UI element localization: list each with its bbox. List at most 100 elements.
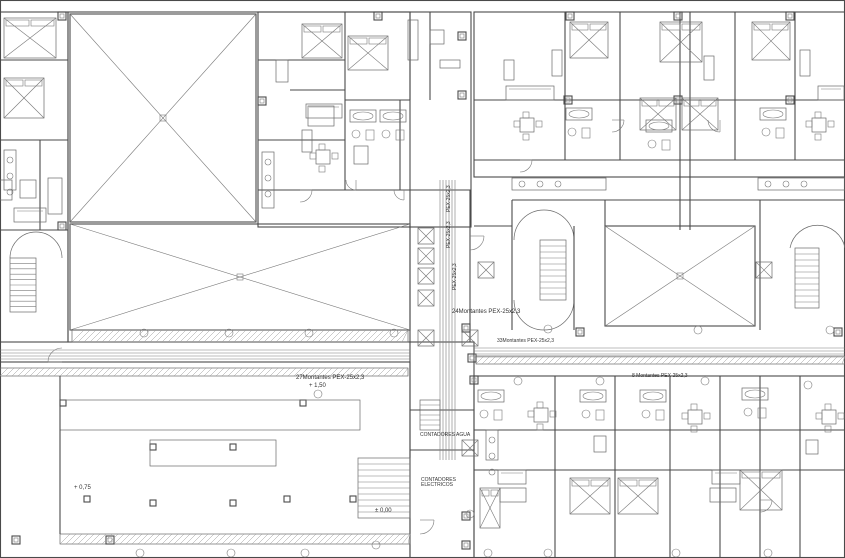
- riser-label-8: 8 Montantes PEX-25x2,3: [632, 373, 688, 379]
- hatch-strip-bottom-hatch: [383, 533, 395, 545]
- furniture-block: [551, 49, 563, 77]
- light-well-1-diag-b: [69, 13, 257, 223]
- structural-column: [373, 11, 383, 21]
- hatch-strip-garage-hatch: [323, 367, 333, 377]
- door: [469, 235, 485, 251]
- hatch-strip-right-hatch: [589, 355, 599, 365]
- structural-column: [57, 221, 67, 231]
- hatch-strip-right-hatch: [739, 355, 749, 365]
- light-well-2-center-mark: [236, 273, 244, 281]
- bath-right-2-tub: [645, 119, 673, 133]
- hatch-strip-courtyard-hatch: [161, 329, 175, 343]
- hatch-strip-right-hatch: [613, 355, 623, 365]
- hatch-strip-garage-hatch: [233, 367, 243, 377]
- dining-table-right-2-chair: [814, 133, 822, 141]
- garage-parking-block: [149, 439, 277, 467]
- hatch-strip-garage-hatch: [101, 367, 111, 377]
- bed-left-1-diag: [3, 17, 57, 59]
- hatch-strip-bottom-hatch: [311, 533, 323, 545]
- circle-mark: [595, 376, 605, 386]
- circle-mark: [825, 325, 835, 335]
- hatch-strip-right-hatch: [763, 355, 773, 365]
- dining-table-right-2-chair: [814, 111, 822, 119]
- hatch-strip-right-hatch: [757, 355, 767, 365]
- bath-right-1-sink: [567, 127, 577, 137]
- light-well-2-diag-b: [69, 223, 411, 331]
- hatch-strip-right-hatch: [733, 355, 743, 365]
- bath-center-1-tub: [349, 109, 377, 123]
- hatch-strip-right-hatch: [835, 355, 845, 365]
- bed-center-2-pillow: [368, 37, 387, 45]
- hatch-strip-courtyard-hatch: [251, 329, 265, 343]
- hatch-strip-garage-hatch: [389, 367, 399, 377]
- hatch-strip-bottom-hatch: [353, 533, 365, 545]
- shaft-box-x: [417, 227, 435, 245]
- kitchen-counter: [485, 429, 499, 461]
- shaft-box-x: [417, 247, 435, 265]
- bed-right-1: [569, 21, 609, 59]
- bath-right-2-wc: [661, 139, 671, 151]
- hatch-strip-bottom-hatch: [329, 533, 341, 545]
- kitchen-burner: [554, 180, 562, 188]
- bath-center-2-sink: [381, 129, 391, 139]
- hatch-strip-garage-hatch: [161, 367, 171, 377]
- kitchen-burner: [6, 156, 14, 164]
- hatch-strip-garage-hatch: [17, 367, 27, 377]
- hatch-strip-courtyard-hatch: [257, 329, 271, 343]
- hatch-strip-bottom-hatch: [317, 533, 329, 545]
- hatch-strip-garage-hatch: [125, 367, 135, 377]
- hatch-strip-courtyard-hatch: [299, 329, 313, 343]
- bath-bottom-1-tub-inner: [480, 391, 502, 401]
- hatch-strip-right-hatch: [679, 355, 689, 365]
- hatch-strip-garage-hatch: [275, 367, 285, 377]
- hatch-strip-garage-hatch: [251, 367, 261, 377]
- bed-left-1-pillow: [5, 19, 30, 27]
- hatch-strip-bottom-hatch: [365, 533, 377, 545]
- dining-table-bottom-2-chair: [690, 403, 698, 411]
- hatch-strip-garage-hatch: [65, 367, 75, 377]
- structural-column: [457, 90, 467, 100]
- dining-table-right-2-chair: [805, 120, 813, 128]
- hatch-strip-courtyard-hatch: [317, 329, 331, 343]
- bed-bottom-2: [617, 477, 659, 515]
- bath-bottom-1-wc: [493, 409, 503, 421]
- bath-bottom-4-wc: [757, 407, 767, 419]
- electric-meters-label: CONTADORES ELECTRICOS: [421, 477, 456, 488]
- circle-mark: [483, 548, 493, 558]
- door-swing-arc: [299, 189, 313, 203]
- kitchen-burner: [782, 180, 790, 188]
- door: [345, 179, 357, 191]
- kitchen-burner: [536, 180, 544, 188]
- hatch-strip-garage-hatch: [371, 367, 381, 377]
- hatch-strip-courtyard-hatch: [83, 329, 97, 343]
- hatch-strip-courtyard-hatch: [239, 329, 253, 343]
- bed-left-1-pillow: [30, 19, 55, 27]
- hatch-strip-right-hatch: [661, 355, 671, 365]
- hatch-strip-courtyard-hatch: [149, 329, 163, 343]
- column-core: [463, 325, 469, 331]
- bed-bottom-3-diag: [739, 469, 783, 511]
- door: [419, 519, 435, 535]
- dining-table-center-chair: [309, 152, 317, 160]
- circle-mark: [226, 548, 236, 558]
- furniture-block: [407, 19, 419, 61]
- hatch-strip-bottom-hatch: [131, 533, 143, 545]
- column-core: [459, 33, 465, 39]
- hatch-strip-courtyard-hatch: [185, 329, 199, 343]
- hatch-strip-right-hatch: [517, 355, 527, 365]
- hatch-strip-bottom-hatch: [143, 533, 155, 545]
- hatch-strip-bottom-hatch: [215, 533, 227, 545]
- door-swing-arc: [519, 159, 533, 173]
- bed-right-2: [659, 21, 703, 63]
- kitchen-burner: [488, 452, 496, 460]
- column-core: [471, 377, 477, 383]
- structural-column: [461, 540, 471, 550]
- hatch-strip-right-hatch: [745, 355, 755, 365]
- hatch-strip-garage-hatch: [287, 367, 297, 377]
- shaft-box: [417, 267, 435, 285]
- kitchen-burner: [6, 172, 14, 180]
- hatch-strip-bottom-hatch: [401, 533, 411, 545]
- bath-bottom-4-tub-inner: [744, 389, 766, 399]
- bath-center-1-sink: [351, 129, 361, 139]
- hatch-strip-courtyard-hatch: [341, 329, 355, 343]
